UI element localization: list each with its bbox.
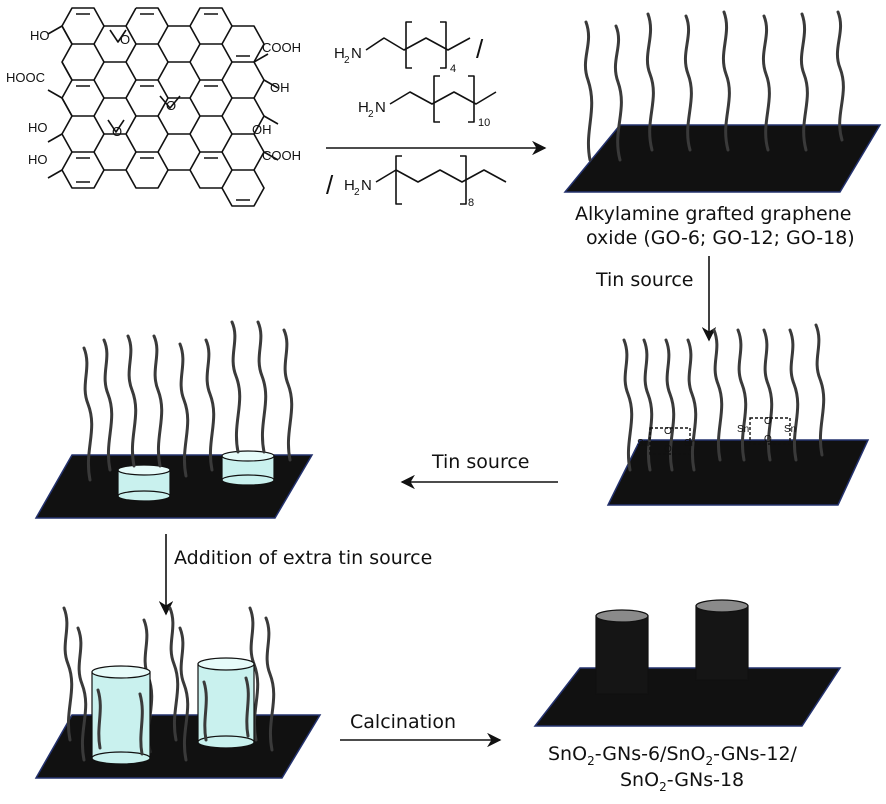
dodecylamine-reagent: H 2 N 10 [358, 75, 497, 129]
carboxyl-label: HOOC [6, 70, 45, 85]
product-text: SnO [666, 743, 705, 765]
amine-h: H [358, 99, 369, 116]
product-text: -GNs-6/ [595, 743, 667, 765]
tin-symbol: Sn [684, 438, 696, 449]
tin-oxo-cluster: Sn O O Sn [637, 426, 696, 455]
grafted-graphene-sheet [563, 10, 882, 193]
tin-symbol: Sn [637, 438, 649, 449]
sno2-cylinder [221, 450, 275, 486]
product-subscript: 2 [706, 754, 714, 768]
sno2-cylinder [91, 665, 151, 765]
hydroxyl-label: OH [270, 80, 290, 95]
amine-n: N [375, 99, 386, 116]
product-subscript: 2 [587, 754, 595, 768]
large-cylinder-sheet [34, 606, 322, 779]
oxygen-symbol: O [664, 444, 672, 455]
tin-symbol: Sn [737, 424, 749, 435]
product-text: SnO [548, 743, 587, 765]
calcination-label: Calcination [350, 711, 456, 733]
hydroxyl-label: HO [30, 28, 50, 43]
repeat-count: 10 [478, 117, 490, 129]
amine-n: N [351, 45, 362, 62]
sno2-gns-product [533, 599, 842, 727]
product-text: -GNs-12/ [713, 743, 797, 765]
amine-subscript: 2 [344, 55, 350, 66]
amine-h: H [344, 177, 355, 194]
sno2-cylinder [695, 599, 749, 681]
grafted-caption-line2: oxide (GO-6; GO-12; GO-18) [586, 227, 855, 249]
sno2-cylinder [197, 657, 255, 749]
hydroxyl-label: HO [28, 120, 48, 135]
repeat-count: 4 [450, 63, 456, 75]
graphene-sheet [606, 439, 870, 506]
hydroxyl-label: HO [28, 152, 48, 167]
carboxyl-label: COOH [262, 40, 301, 55]
amine-n: N [361, 177, 372, 194]
graphene-oxide-structure: O O O HO HOOC HO HO COOH OH OH COOH [6, 7, 301, 207]
product-subscript: 2 [659, 780, 667, 794]
sno2-cylinder [117, 464, 171, 502]
product-caption-line1: SnO2-GNs-6/SnO2-GNs-12/ [548, 743, 798, 768]
hexylamine-reagent: H 2 N 4 / [334, 21, 484, 75]
tin-oxo-cluster: Sn O O Sn [737, 416, 796, 445]
product-caption-line2: SnO2-GNs-18 [620, 769, 744, 794]
amine-subscript: 2 [368, 109, 374, 120]
tin-source-label: Tin source [595, 269, 693, 291]
octadecylamine-reagent: / H 2 N 8 [326, 155, 507, 209]
oxygen-symbol: O [764, 416, 772, 427]
graphene-sheet [34, 714, 322, 779]
grafted-caption-line1: Alkylamine grafted graphene [575, 203, 851, 225]
separator-slash: / [326, 170, 334, 200]
epoxy-o-label: O [112, 124, 122, 139]
epoxy-o-label: O [166, 98, 176, 113]
tin-complex-sheet: Sn O O Sn Sn O O Sn [606, 323, 870, 506]
product-text: -GNs-18 [667, 769, 744, 791]
sno2-cylinder [595, 609, 649, 695]
graphene-sheet [563, 124, 882, 193]
epoxy-o-label: O [120, 32, 130, 47]
tin-symbol: Sn [784, 424, 796, 435]
product-text: SnO [620, 769, 659, 791]
tin-source-label: Tin source [431, 451, 529, 473]
amine-h: H [334, 45, 345, 62]
extra-tin-label: Addition of extra tin source [174, 547, 432, 569]
small-cylinder-sheet [34, 320, 314, 519]
carboxyl-label: COOH [262, 148, 301, 163]
oxygen-symbol: O [664, 426, 672, 437]
amine-subscript: 2 [354, 187, 360, 198]
oxygen-symbol: O [764, 434, 772, 445]
graphene-sheet [533, 667, 842, 727]
separator-slash: / [476, 34, 484, 64]
hydroxyl-label: OH [252, 122, 272, 137]
repeat-count: 8 [468, 197, 474, 209]
